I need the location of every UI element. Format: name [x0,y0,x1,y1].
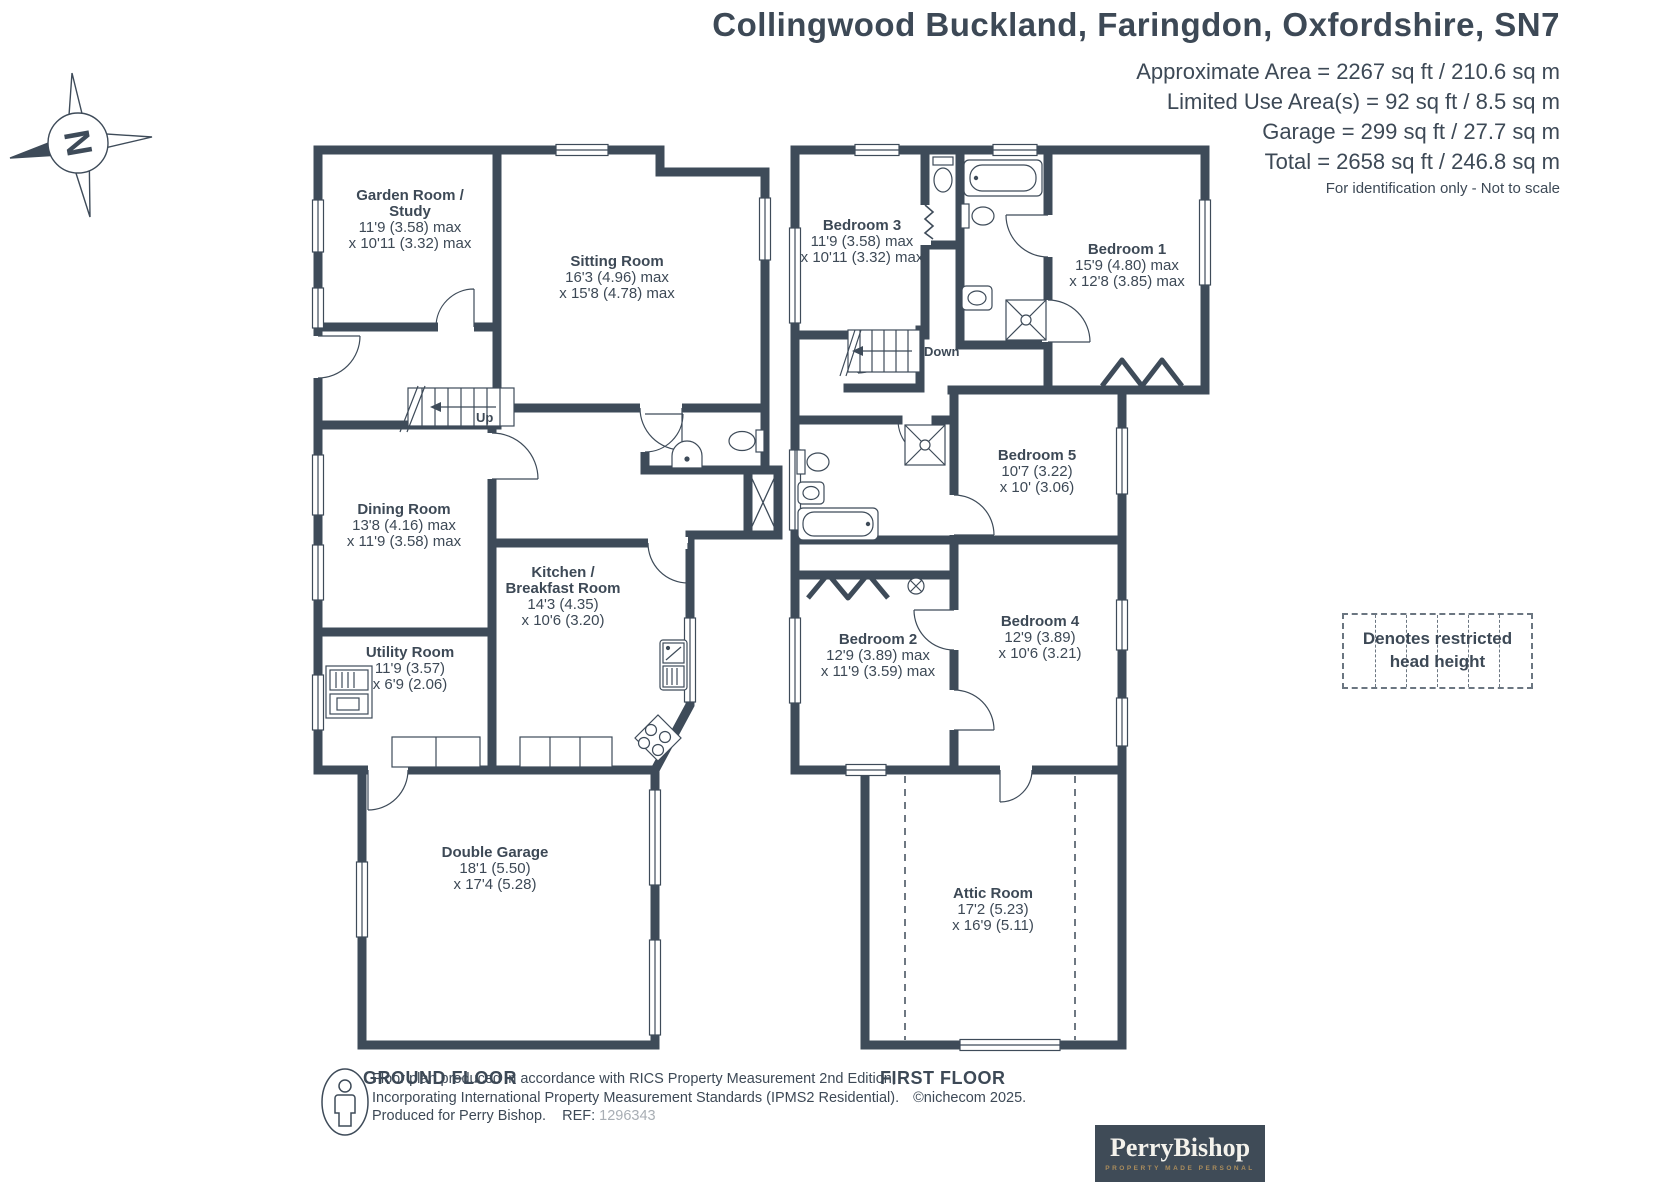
room-label-bedroom-2: Bedroom 2 12'9 (3.89) max x 11'9 (3.59) … [820,631,936,680]
perry-bishop-logo: PerryBishop PROPERTY MADE PERSONAL [1095,1125,1265,1182]
ground-wc-fixtures [671,429,765,469]
area-line-total: Total = 2658 sq ft / 246.8 sq m [1264,149,1560,174]
kitchen-sink-icon [659,639,688,691]
legend-divider [1437,615,1438,687]
footer-disclaimer: Floor plan produced in accordance with R… [372,1070,1026,1126]
bathroom-fixtures-top [960,159,1047,341]
perry-bishop-logo-name: PerryBishop [1109,1133,1251,1162]
ground-floor-label: GROUND FLOOR [363,1068,517,1088]
room-label-double-garage: Double Garage 18'1 (5.50) x 17'4 (5.28) [441,844,549,893]
ground-door-gaps [312,321,688,776]
area-line-limited-use: Limited Use Area(s) = 92 sq ft / 8.5 sq … [1166,89,1560,114]
perry-bishop-logo-tagline: PROPERTY MADE PERSONAL [1105,1165,1255,1172]
room-label-sitting-room: Sitting Room 16'3 (4.96) max x 15'8 (4.7… [559,253,675,302]
footer-line-2: Incorporating International Property Mea… [372,1089,1027,1106]
footer-line-1: Floor plan produced in accordance with R… [372,1071,896,1087]
stairs-down-label: Down [924,344,960,359]
footer-line-3: Produced for Perry Bishop.REF: 1296343 [372,1108,656,1124]
ground-cupboard-icon [747,469,779,536]
legend-divider [1499,615,1500,687]
room-label-garden-room: Garden Room / Study 11'9 (3.58) max x 10… [348,187,472,252]
page-title: Collingwood Buckland, Faringdon, Oxfords… [712,6,1560,43]
area-summary: Approximate Area = 2267 sq ft / 210.6 sq… [1136,57,1560,177]
ground-doors [317,288,689,811]
legend-text: Denotes restricted head height [1362,629,1513,671]
stove-icon [634,714,682,762]
ref-label: REF: [562,1108,596,1124]
ground-stairs-icon [399,385,515,433]
area-line-approximate: Approximate Area = 2267 sq ft / 210.6 sq… [1136,59,1560,84]
wc-toilet-icon [932,156,954,193]
ground-windows [311,143,772,1036]
room-label-kitchen: Kitchen / Breakfast Room 14'3 (4.35) x 1… [505,564,621,629]
ref-number: 1296343 [599,1108,656,1124]
first-floor-label: FIRST FLOOR [880,1068,1006,1088]
wardrobe-icons [806,357,1184,601]
attic-restricted-lines [904,776,1076,1040]
room-label-attic-room: Attic Room 17'2 (5.23) x 16'9 (5.11) [952,885,1034,934]
room-label-bedroom-5: Bedroom 5 10'7 (3.22) x 10' (3.06) [997,447,1077,496]
area-line-garage: Garage = 299 sq ft / 27.7 sq m [1262,119,1560,144]
nichecom-copyright: ©nichecom 2025. [913,1089,1027,1106]
room-label-bedroom-4: Bedroom 4 12'9 (3.89) x 10'6 (3.21) [998,613,1082,662]
room-label-dining-room: Dining Room 13'8 (4.16) max x 11'9 (3.58… [346,501,462,550]
room-label-utility-room: Utility Room 11'9 (3.57) x 6'9 (2.06) [365,644,455,693]
compass-icon: N [9,72,153,218]
room-label-bedroom-3: Bedroom 3 11'9 (3.58) max x 10'11 (3.32)… [800,217,924,266]
first-windows [788,143,1212,1052]
scale-disclaimer: For identification only - Not to scale [1325,180,1560,197]
restricted-head-height-legend: Denotes restricted head height [1342,613,1533,689]
legend-divider [1406,615,1407,687]
person-icon [321,1068,369,1136]
stairs-up-label: Up [476,410,494,425]
legend-divider [1468,615,1469,687]
kitchen-counters [391,736,613,768]
fan-icon [907,577,925,595]
bathroom-fixtures-mid [796,424,946,541]
room-label-bedroom-1: Bedroom 1 15'9 (4.80) max x 12'8 (3.85) … [1069,241,1185,290]
legend-divider [1375,615,1376,687]
washing-machine-icon [325,665,373,719]
first-stairs-icon [839,329,921,377]
